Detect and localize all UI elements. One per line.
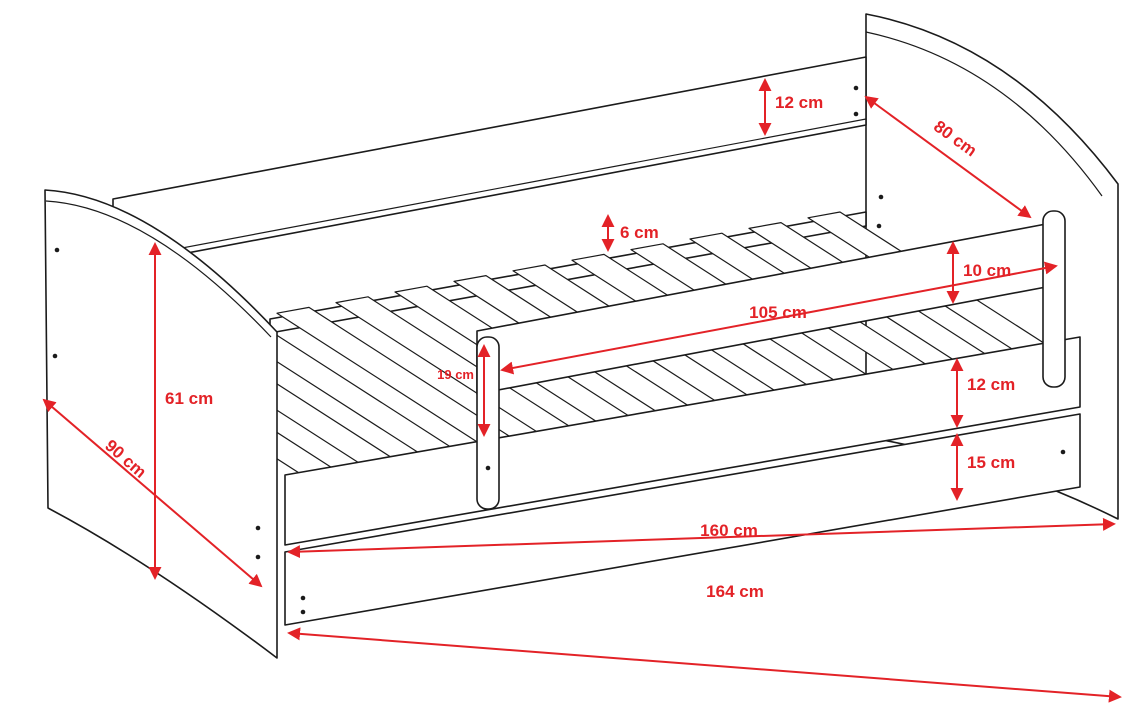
dim-label: 160 cm (700, 521, 758, 540)
left-headboard-edge-line (45, 200, 272, 338)
screw-dot (853, 111, 859, 117)
safety-rail-post-right (1042, 210, 1066, 388)
dim-side-board-height: 12 cm (950, 358, 1015, 428)
screw-dot (1060, 449, 1066, 455)
dim-arrow (864, 95, 1032, 219)
screw-dot (52, 353, 58, 359)
screw-dot (485, 465, 491, 471)
dimension-annotations: 12 cm 80 cm 6 cm 10 cm 105 cm 19 cm 12 c… (42, 78, 1122, 703)
bed-drawing (44, 13, 1119, 659)
dim-arrow (287, 627, 1122, 703)
dim-overall-length: 164 cm (287, 582, 1122, 703)
dim-label: 12 cm (967, 375, 1015, 394)
right-headboard-edge-line (865, 31, 1103, 197)
screw-dot (876, 223, 882, 229)
dim-label: 61 cm (165, 389, 213, 408)
dim-label: 19 cm (437, 367, 474, 382)
dim-label: 164 cm (706, 582, 764, 601)
screw-dot (853, 85, 859, 91)
dim-label: 12 cm (775, 93, 823, 112)
left-headboard-panel (44, 189, 278, 659)
dim-top-rail-height: 12 cm (758, 78, 823, 136)
screw-dot (878, 194, 884, 200)
dim-label: 6 cm (620, 223, 659, 242)
dim-arrow (287, 517, 1116, 559)
dim-label: 10 cm (963, 261, 1011, 280)
dim-safety-rail-length: 105 cm (500, 261, 1058, 375)
dim-post-height: 19 cm (437, 344, 491, 437)
dim-drawer-height: 15 cm (950, 433, 1015, 501)
dim-label: 15 cm (967, 453, 1015, 472)
screw-dot (300, 609, 306, 615)
screw-dot (255, 554, 261, 560)
dim-slat-gap: 6 cm (601, 214, 659, 252)
dim-label: 105 cm (749, 303, 807, 322)
dim-arrow (42, 398, 263, 588)
screw-dot (255, 525, 261, 531)
dim-arrow (500, 261, 1058, 375)
dim-inner-length: 160 cm (287, 517, 1116, 559)
screw-dot (300, 595, 306, 601)
safety-rail-post-left (476, 336, 500, 510)
back-top-rail-edge-line (112, 118, 867, 262)
screw-dot (54, 247, 60, 253)
